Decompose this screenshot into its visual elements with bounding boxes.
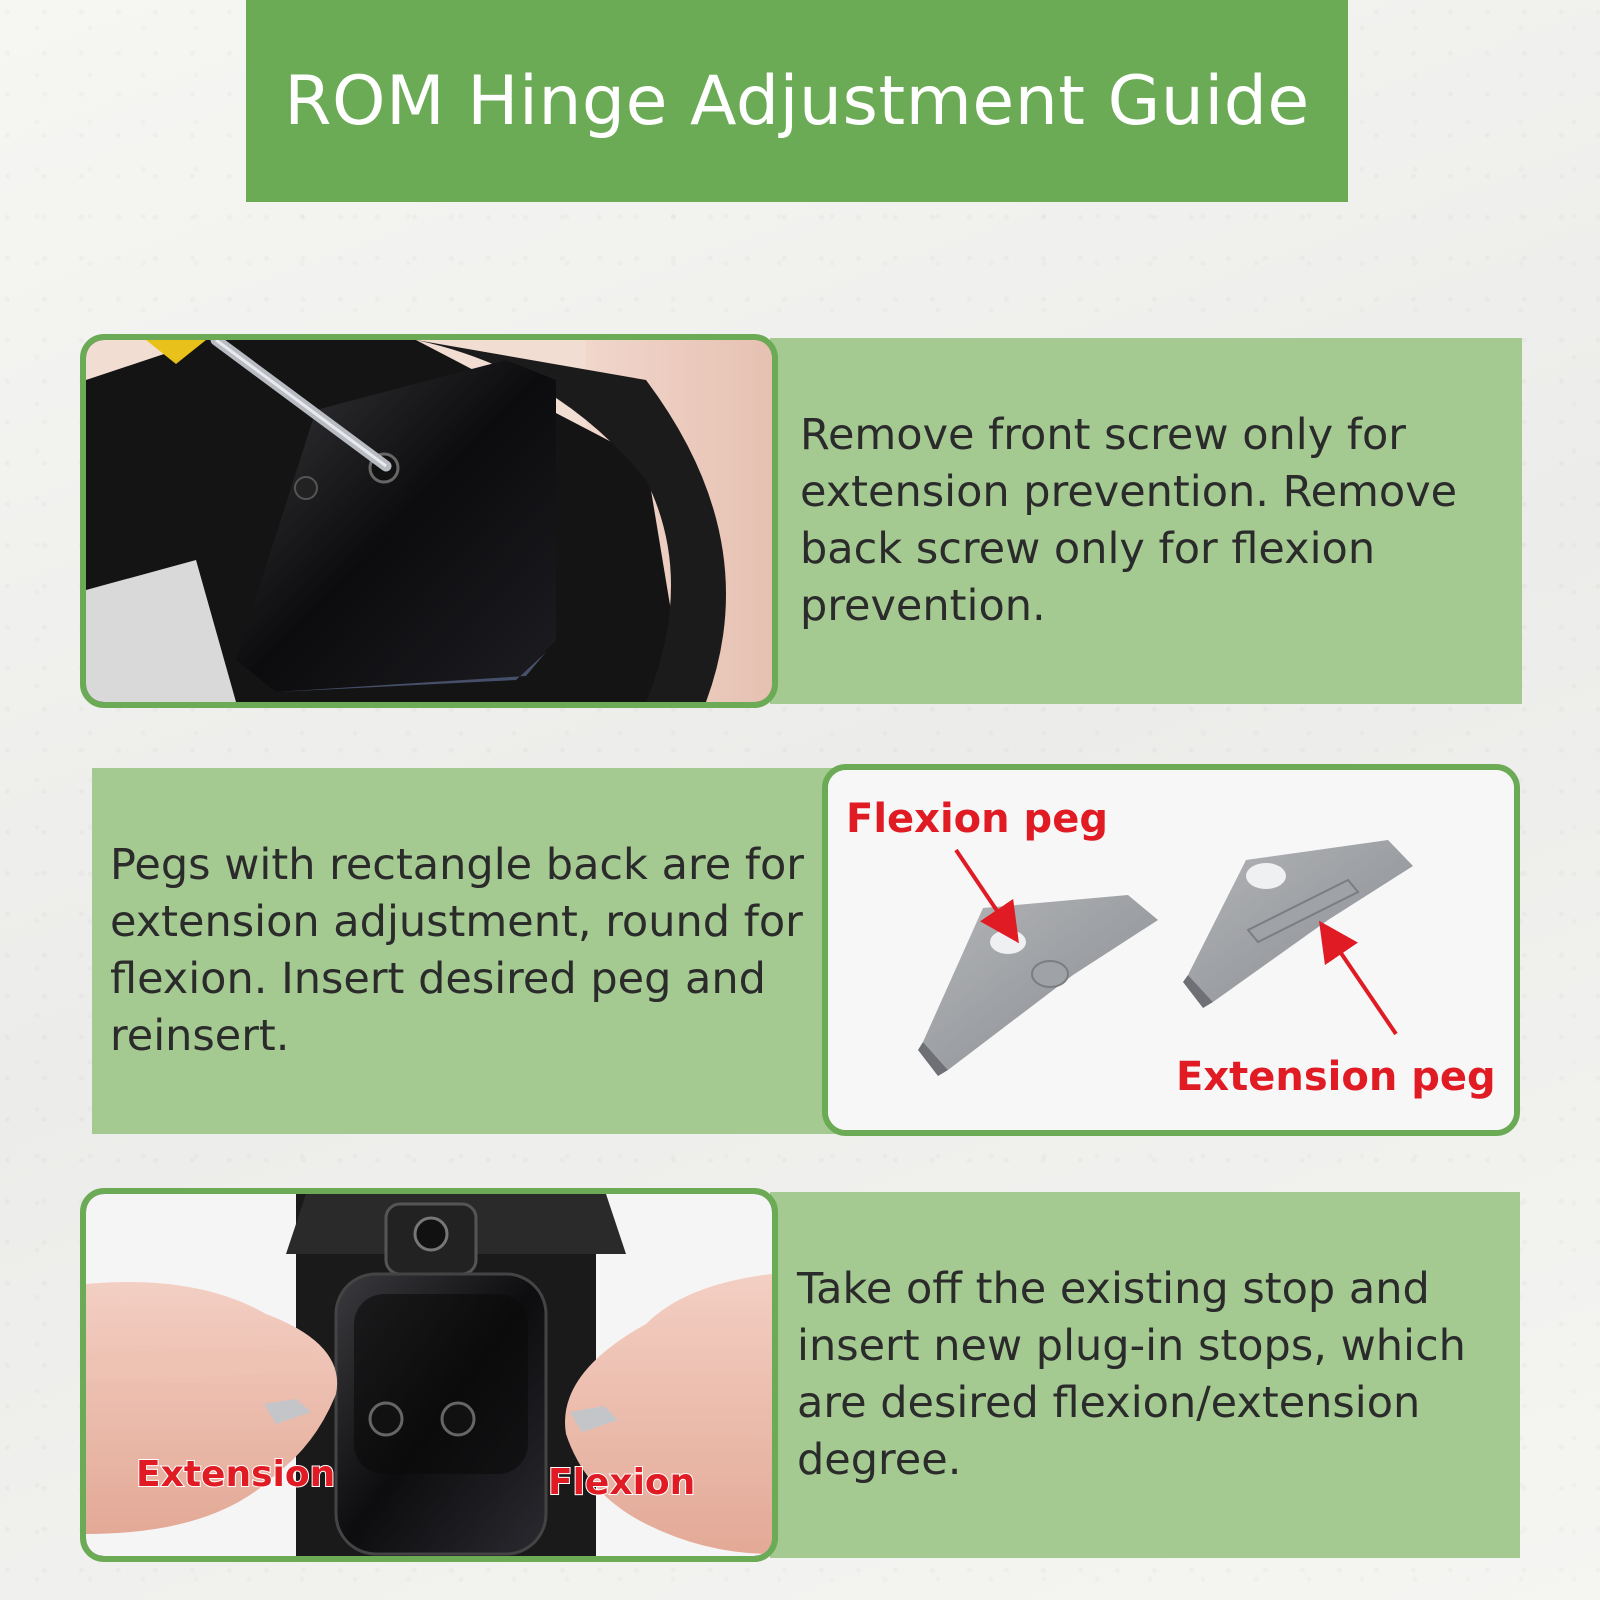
title-banner: ROM Hinge Adjustment Guide xyxy=(246,0,1348,202)
step-3-text: Take off the existing stop and insert ne… xyxy=(797,1264,1466,1485)
step-1-photo xyxy=(80,334,778,708)
step-2-photo: Flexion peg Extension peg xyxy=(822,764,1520,1136)
step-3-photo: Extension Flexion xyxy=(80,1188,778,1562)
step-2-panel: Pegs with rectangle back are for extensi… xyxy=(92,768,862,1134)
step-3-panel: Take off the existing stop and insert ne… xyxy=(770,1192,1520,1558)
extension-peg-label: Extension peg xyxy=(1176,1054,1496,1100)
hinge-hands-illustration: Extension Flexion xyxy=(86,1194,772,1556)
screwdriver-hinge-illustration xyxy=(86,340,772,702)
page-title: ROM Hinge Adjustment Guide xyxy=(284,61,1310,141)
pegs-illustration: Flexion peg Extension peg xyxy=(828,770,1514,1130)
flexion-peg-label: Flexion peg xyxy=(846,796,1108,842)
step-1-panel: Remove front screw only for extension pr… xyxy=(770,338,1522,704)
flexion-stop-label: Flexion xyxy=(548,1462,695,1503)
step-2-text: Pegs with rectangle back are for extensi… xyxy=(110,840,804,1061)
step-1-text: Remove front screw only for extension pr… xyxy=(800,410,1458,631)
extension-stop-label: Extension xyxy=(136,1454,335,1495)
